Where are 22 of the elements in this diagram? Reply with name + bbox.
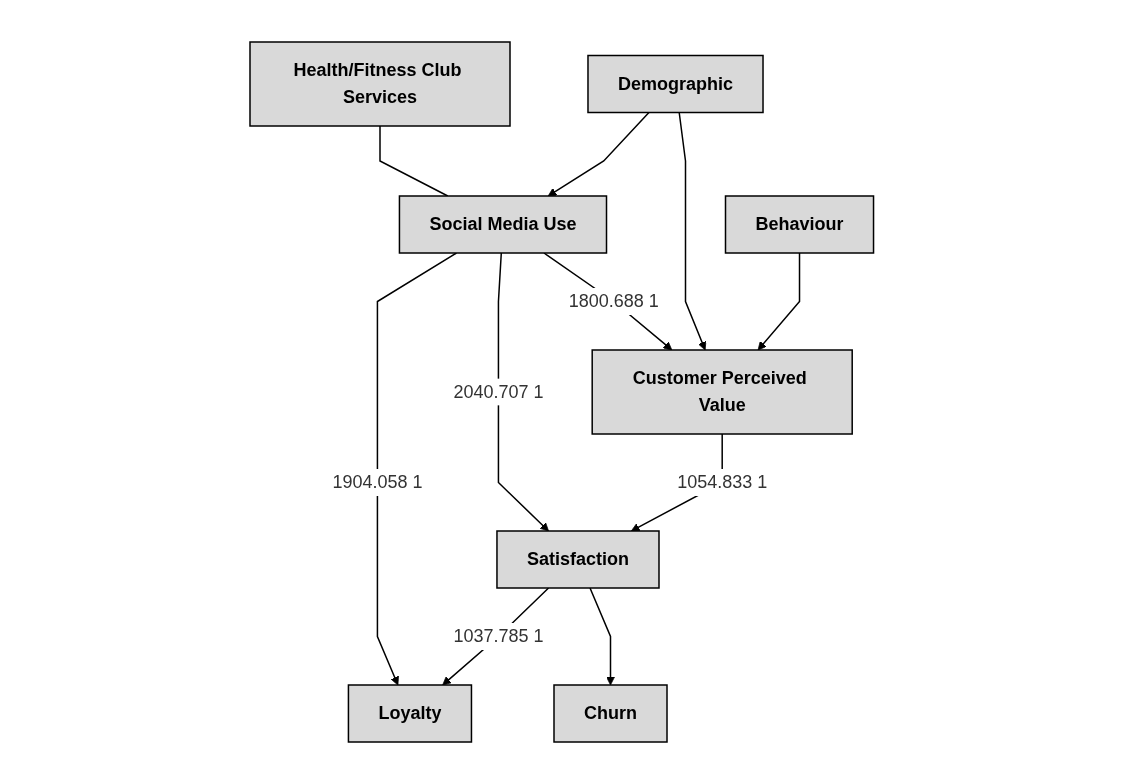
edge-label: 2040.707 1 (453, 381, 544, 401)
arrow (757, 251, 801, 350)
node-box: Health/Fitness Club Services (249, 40, 511, 127)
arrow (442, 586, 550, 685)
edge-label: 1054.833 1 (677, 471, 768, 492)
node-box: Behaviour (725, 194, 875, 254)
node-box: Customer Perceived Value (591, 348, 854, 435)
arrow (497, 251, 550, 531)
arrow (678, 111, 707, 350)
edge-label: 1800.688 1 (568, 290, 660, 311)
arrow (589, 586, 616, 685)
arrow (548, 111, 650, 196)
node-box: Churn (553, 683, 668, 743)
connector (379, 124, 449, 197)
arrow (376, 251, 458, 685)
node-box: Social Media Use (398, 194, 608, 254)
arrow (543, 251, 673, 350)
edge-label: 1037.785 1 (453, 625, 544, 646)
edge-label: 1904.058 1 (332, 471, 423, 492)
node-box: Satisfaction (496, 529, 660, 589)
node-box: Demographic (587, 54, 764, 113)
node-box: Loyalty (347, 683, 473, 743)
